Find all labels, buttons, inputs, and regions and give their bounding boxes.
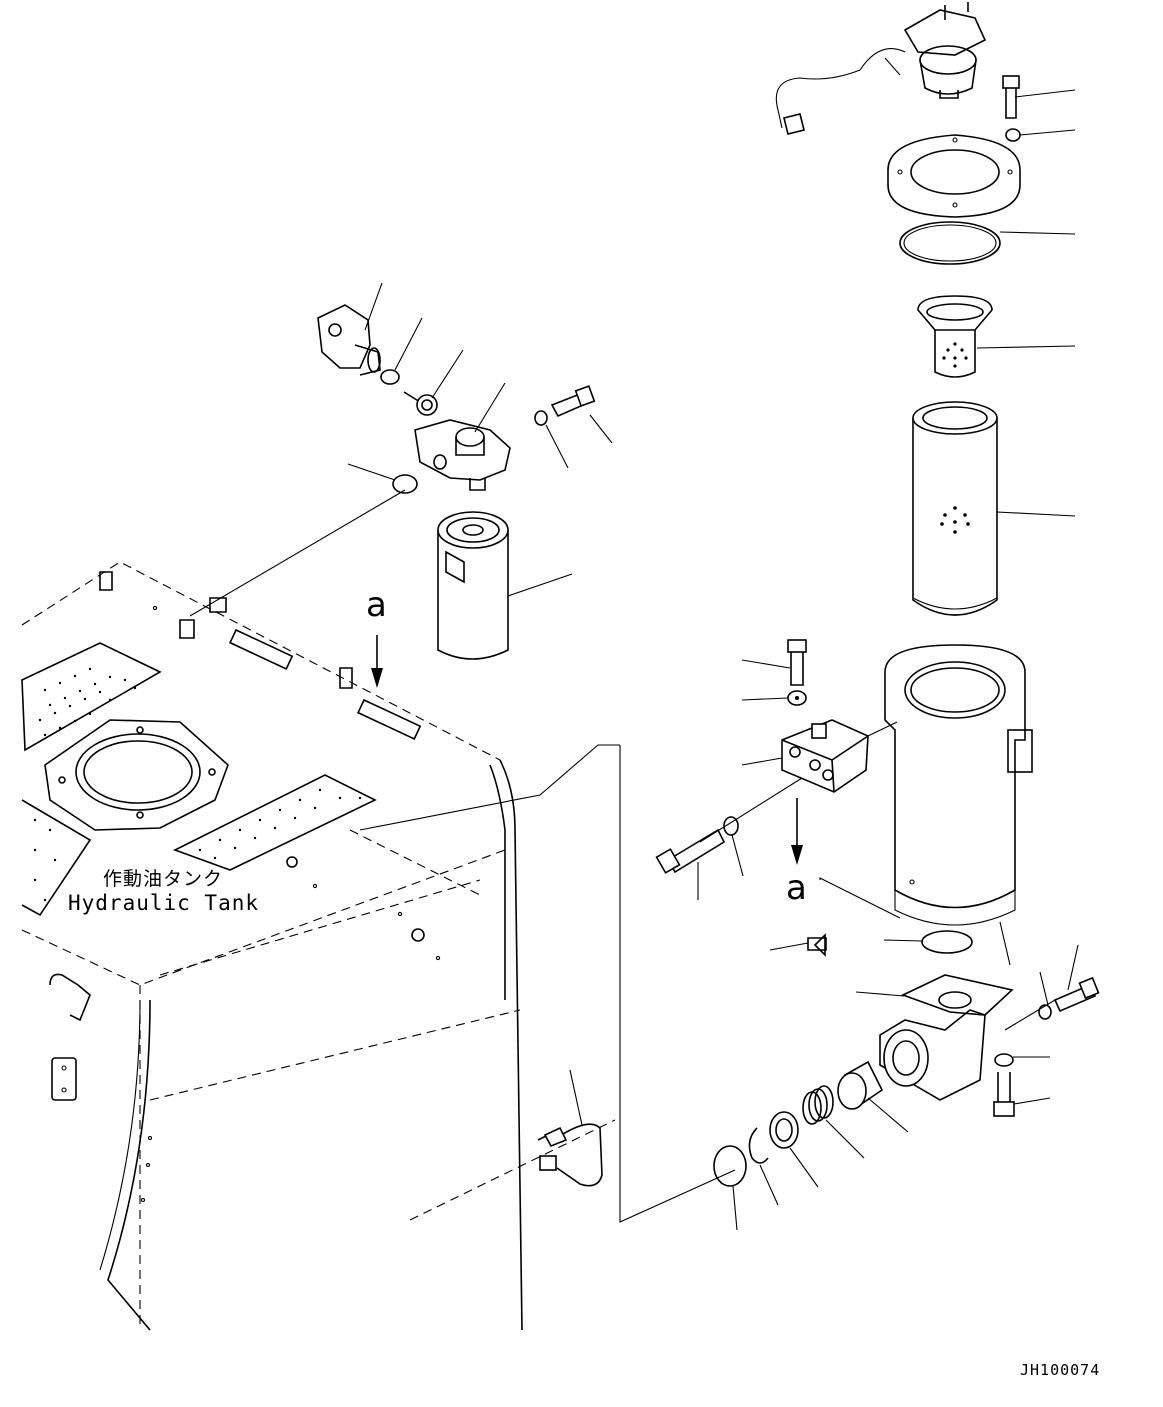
tank-label-en: Hydraulic Tank: [68, 891, 260, 915]
spring-icon: [802, 1085, 834, 1125]
temperature-sensor: [537, 1069, 603, 1187]
view-arrow-top: [371, 635, 383, 688]
spin-on-filter-group: [317, 282, 613, 660]
return-filter-group: [655, 2, 1100, 1231]
view-mark-top: a: [366, 585, 387, 625]
perforation-dots: [38, 667, 137, 737]
view-mark-bottom: a: [786, 868, 807, 908]
hydraulic-tank: [21, 489, 736, 1331]
view-arrow-bottom: [791, 798, 803, 865]
tank-label-jp: 作動油タンク: [103, 868, 224, 890]
drawing-code: JH100074: [1020, 1361, 1101, 1379]
